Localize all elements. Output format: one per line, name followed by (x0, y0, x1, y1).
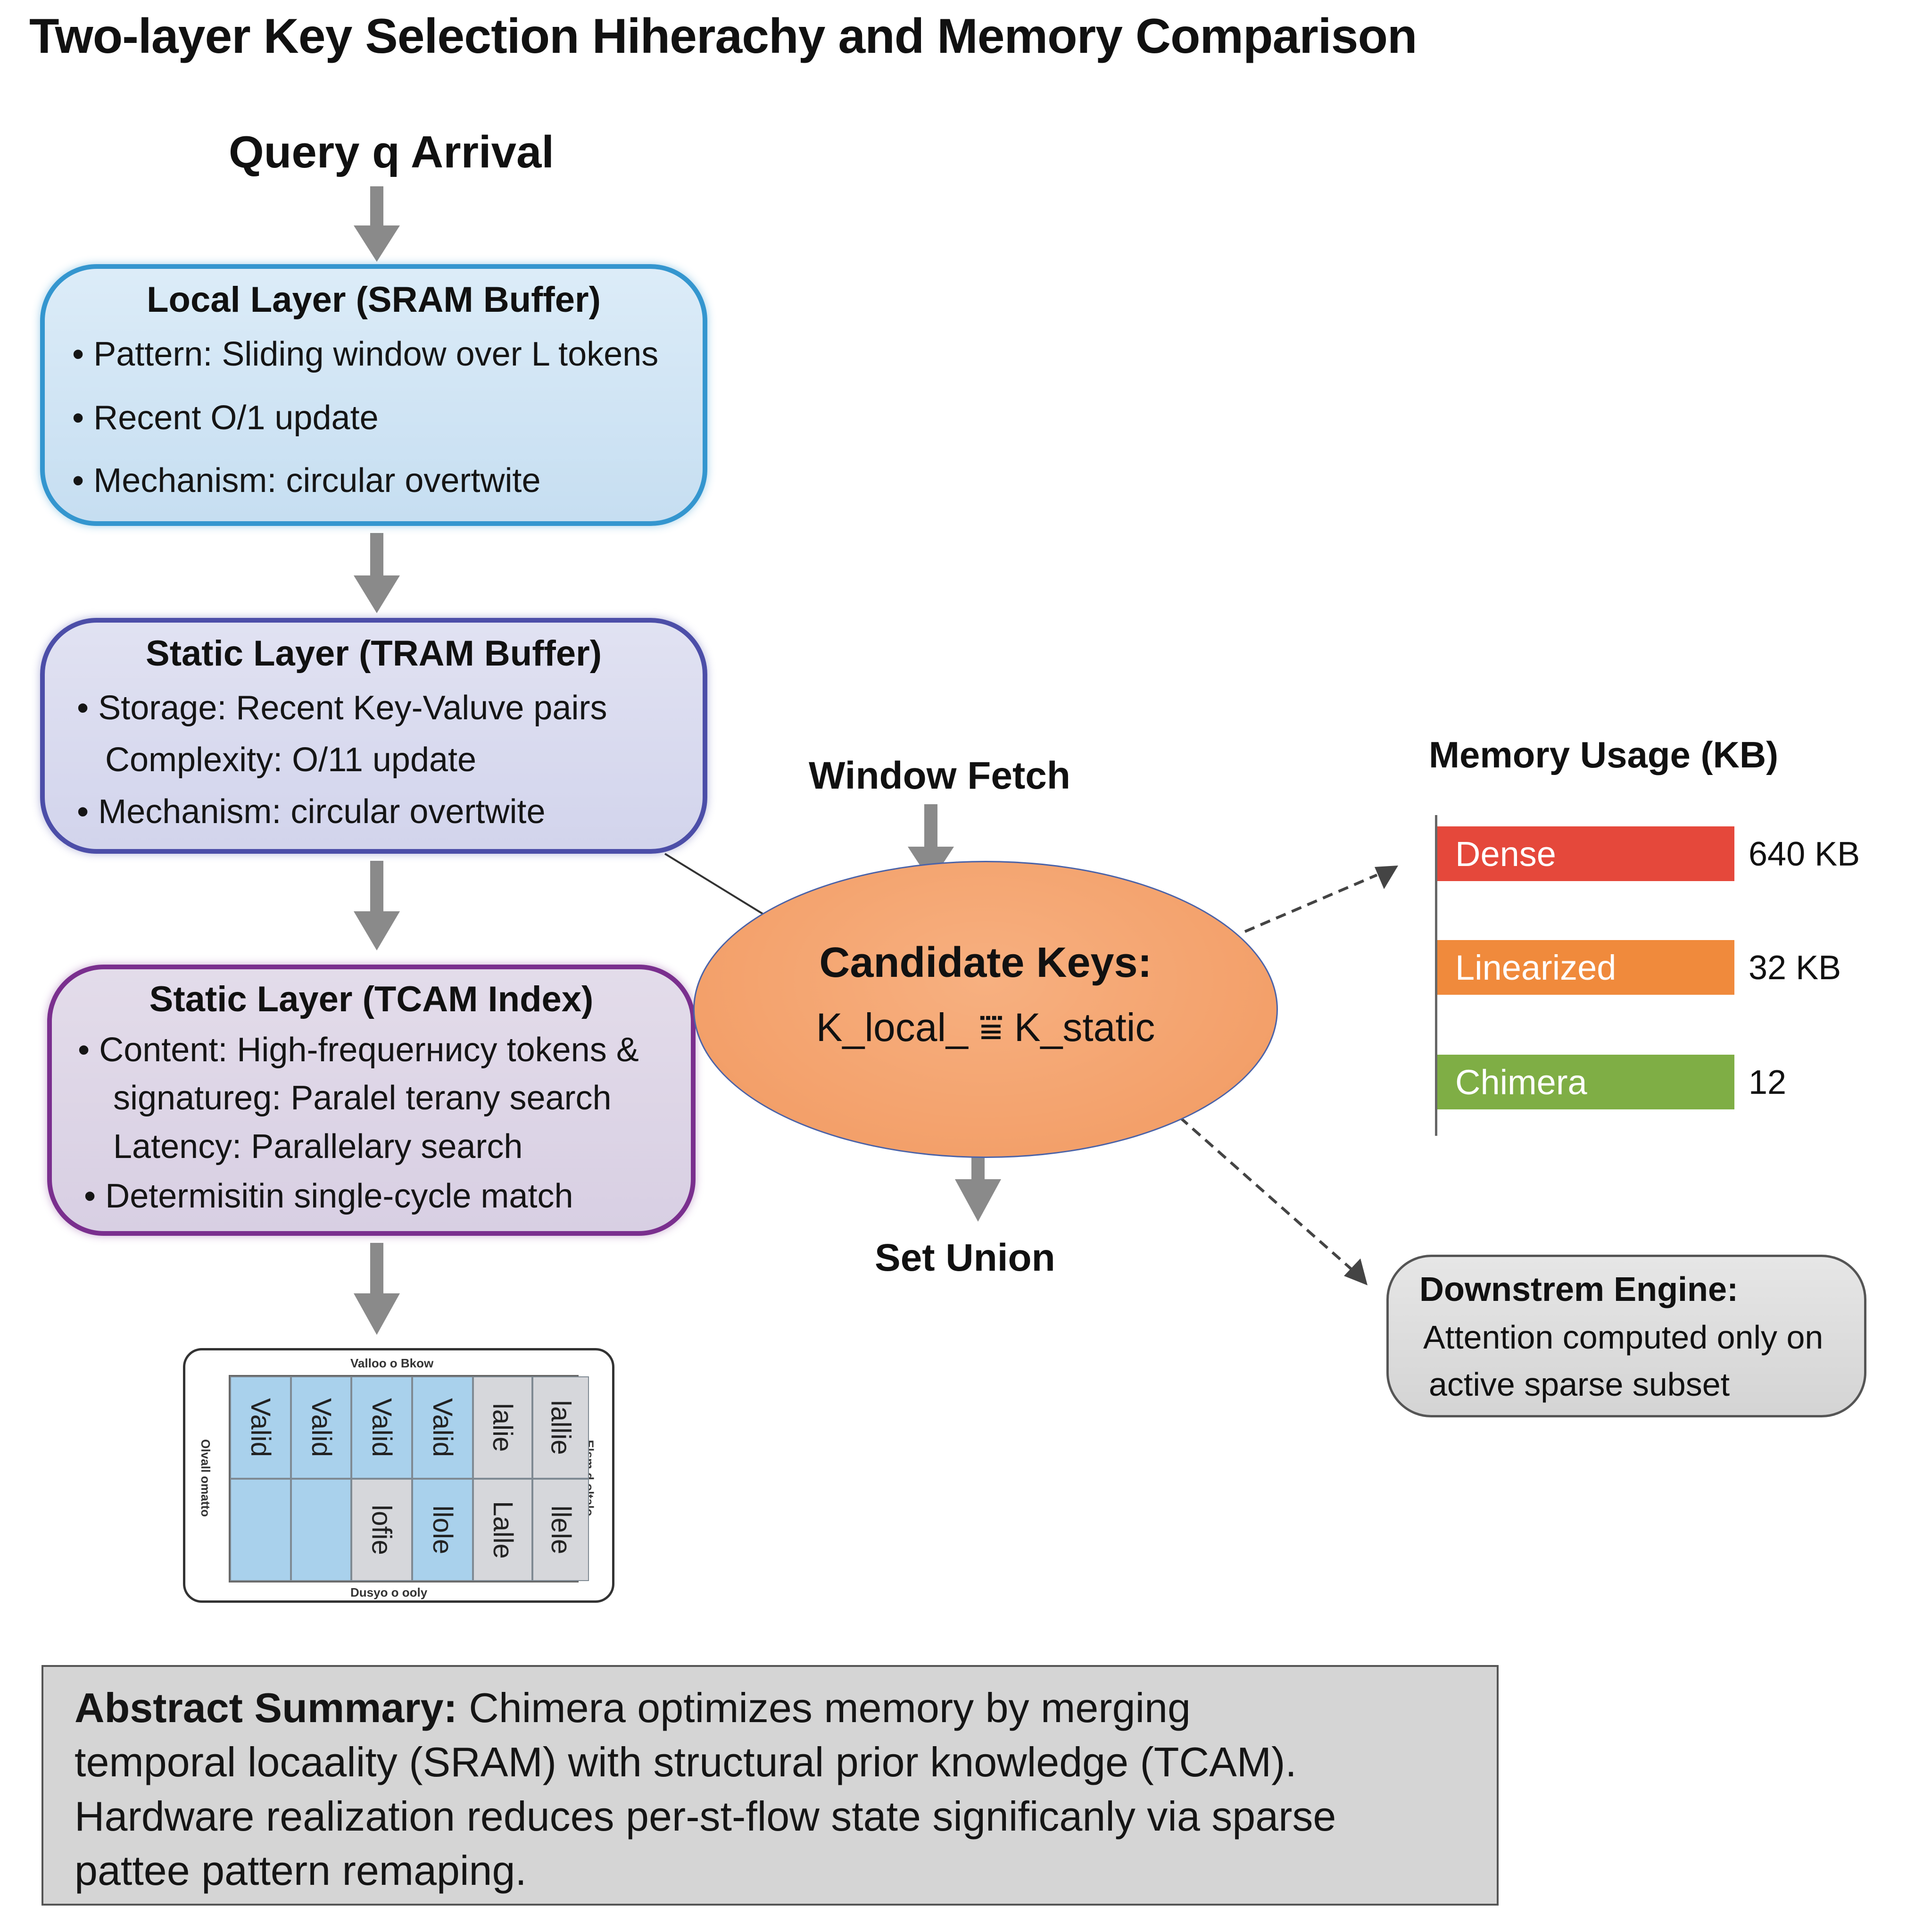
arrow-query-to-local (354, 186, 400, 262)
downstream-engine-line: active sparse subset (1429, 1366, 1730, 1403)
downstream-engine-box (1386, 1255, 1866, 1417)
summary-line: temporal locaality (SRAM) with structura… (75, 1739, 1297, 1785)
memory-bar-value: 640 KB (1749, 835, 1860, 873)
local-layer-box: Local Layer (SRAM Buffer) • Pattern: Sli… (40, 264, 707, 526)
table-top-label: Valloo o Bkow (350, 1356, 434, 1370)
static-layer-tram-title: Static Layer (TRAM Buffer) (146, 633, 602, 674)
memory-bar-dense: Dense (1437, 826, 1734, 881)
table-cell: Valid (290, 1376, 352, 1479)
table-cell (230, 1479, 291, 1581)
summary-line: pattee pattern remaping. (75, 1847, 527, 1894)
memory-bar-chimera: Chimera (1437, 1055, 1734, 1109)
summary-line: Abstract Summary: Chimera optimizes memo… (75, 1684, 1191, 1732)
static-layer-tcam-box: Static Layer (TCAM Index) • Content: Hig… (47, 965, 696, 1236)
diagram-title: Two-layer Key Selection Hiherachy and Me… (29, 9, 1418, 64)
table-cell: llole (412, 1479, 473, 1581)
table-bottom-label: Dusyo o ooly (350, 1585, 428, 1599)
local-layer-line: • Recent O/1 update (72, 399, 379, 437)
dashed-connector-to-downstream (1166, 1105, 1352, 1270)
table-cell: lallie (532, 1376, 589, 1479)
memory-bar-value: 12 (1749, 1064, 1787, 1101)
dashed-arrowhead-memory (1375, 866, 1398, 889)
static-layer-line: Complexity: O/11 update (105, 741, 477, 779)
local-layer-line: • Mechanism: circular overtwite (72, 462, 541, 500)
window-fetch-label: Window Fetch (809, 754, 1070, 797)
table-cell: llele (532, 1479, 589, 1581)
arrow-local-to-static (354, 533, 400, 613)
local-layer-title: Local Layer (SRAM Buffer) (147, 280, 601, 320)
static-layer-tcam-title: Static Layer (TCAM Index) (149, 979, 594, 1019)
query-arrival-label: Query q Arrival (229, 127, 555, 177)
summary-heading: Abstract Summary: (75, 1684, 457, 1731)
dashed-connector-to-memory (1244, 874, 1378, 933)
table-cell: lalie (473, 1376, 533, 1479)
tcam-table-grid: Valid Valid Valid Valid lalie lallie lof… (229, 1375, 589, 1582)
candidate-keys-title: Candidate Keys: (819, 939, 1152, 986)
summary-line: Hardware realization reduces per-st-flow… (75, 1793, 1336, 1840)
table-cell: Valid (230, 1376, 291, 1479)
static-layer-tram-box: Static Layer (TRAM Buffer) • Storage: Re… (40, 618, 707, 854)
memory-bar-linearized: Linearized (1437, 940, 1734, 995)
dashed-arrowhead-downstream (1344, 1258, 1368, 1285)
set-union-label: Set Union (875, 1236, 1055, 1279)
tcam-layer-line: • Determisitin single-cycle match (84, 1177, 573, 1215)
table-cell: Valid (351, 1376, 413, 1479)
arrow-tcam-to-table (354, 1243, 400, 1335)
summary-text: Chimera optimizes memory by merging (457, 1684, 1191, 1731)
tcam-layer-line: • Content: High-frequerниcy tokens & (78, 1031, 639, 1069)
connector-static-to-candidate (664, 853, 770, 918)
static-layer-line: • Storage: Recent Key-Valuve pairs (77, 689, 607, 727)
memory-usage-title: Memory Usage (KB) (1429, 734, 1779, 775)
tcam-layer-line: signatureg: Paralel terany search (113, 1079, 612, 1117)
table-cell (290, 1479, 352, 1581)
local-layer-line: • Pattern: Sliding window over L tokens (72, 335, 659, 373)
tcam-layer-line: Latency: Parallelary search (113, 1128, 523, 1166)
abstract-summary-box (41, 1665, 1499, 1906)
arrow-static-to-tcam (354, 861, 400, 950)
table-cell: Lalle (473, 1479, 533, 1581)
candidate-keys-ellipse (693, 861, 1278, 1158)
memory-axis (1435, 815, 1437, 1136)
static-layer-line: • Mechanism: circular overtwite (77, 793, 546, 831)
downstream-engine-title: Downstrem Engine: (1419, 1271, 1739, 1308)
table-left-label: Olvall omatto (198, 1439, 213, 1517)
tcam-table-card: Valloo o Bkow Dusyo o ooly Olvall omatto… (183, 1348, 614, 1603)
table-cell: lofie (351, 1479, 413, 1581)
memory-bar-value: 32 KB (1749, 949, 1841, 987)
downstream-engine-line: Attention computed only on (1423, 1319, 1824, 1356)
candidate-keys-formula: K_local_ ⩸ K_static (816, 1005, 1155, 1049)
table-cell: Valid (412, 1376, 473, 1479)
